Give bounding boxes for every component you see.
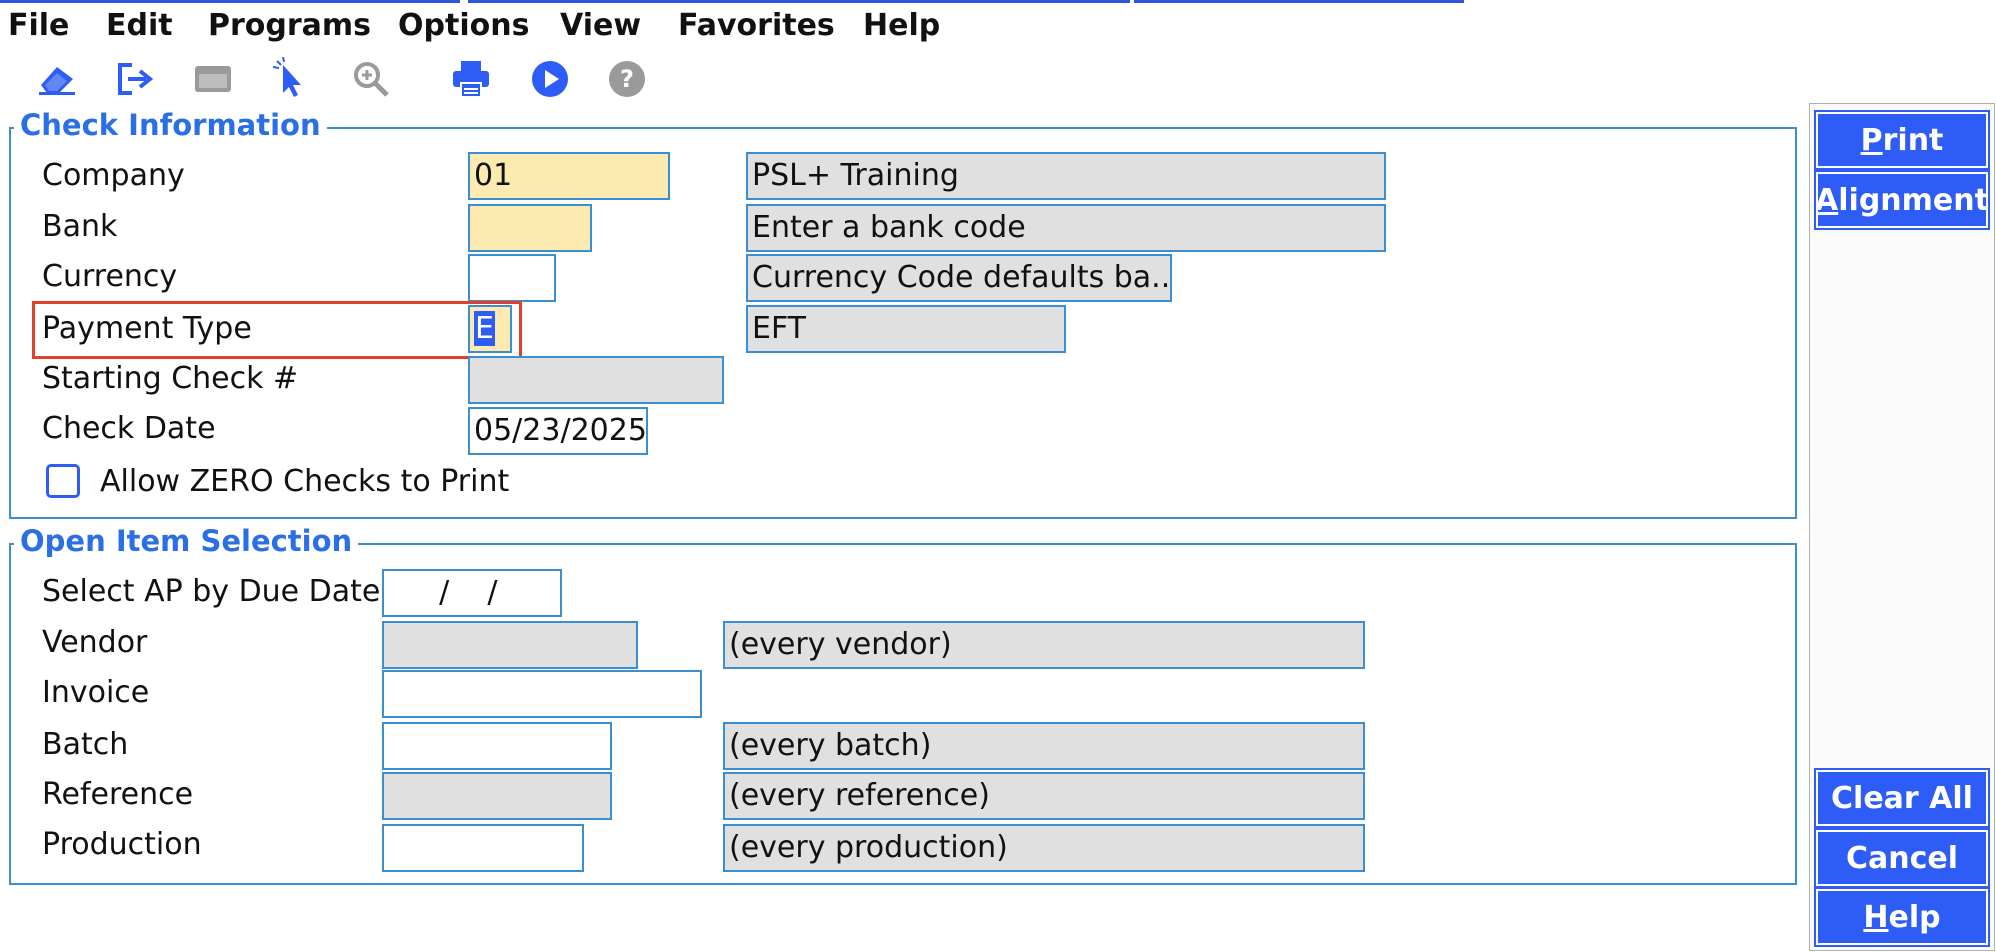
vendor-field: [382, 621, 638, 669]
payment-type-label: Payment Type: [42, 311, 252, 346]
menu-file[interactable]: File: [8, 8, 70, 43]
print-button-label: rint: [1882, 122, 1944, 158]
payment-type-value: E: [474, 311, 495, 346]
clear-all-button[interactable]: Clear All: [1814, 768, 1990, 828]
payment-type-field[interactable]: E: [468, 305, 512, 353]
due-date-field[interactable]: / /: [382, 569, 562, 617]
top-accent-line-1: [0, 0, 460, 3]
reference-label: Reference: [42, 777, 194, 812]
currency-description: Currency Code defaults ba...: [746, 254, 1172, 302]
top-accent-line-2: [468, 0, 1130, 3]
invoice-field[interactable]: [382, 670, 702, 718]
company-description: PSL+ Training: [746, 152, 1386, 200]
currency-label: Currency: [42, 259, 178, 294]
payment-type-description: EFT: [746, 305, 1066, 353]
due-date-label: Select AP by Due Date: [42, 574, 381, 609]
vendor-description: (every vendor): [723, 621, 1365, 669]
menu-edit[interactable]: Edit: [106, 8, 173, 43]
menu-help[interactable]: Help: [863, 8, 941, 43]
production-label: Production: [42, 827, 202, 862]
open-item-selection-group: [9, 543, 1797, 885]
cancel-button[interactable]: Cancel: [1814, 828, 1990, 888]
check-date-label: Check Date: [42, 411, 216, 446]
batch-description: (every batch): [723, 722, 1365, 770]
zoom-icon[interactable]: [348, 56, 394, 102]
help-button-mnemonic: H: [1863, 899, 1889, 935]
allow-zero-label: Allow ZERO Checks to Print: [100, 464, 510, 499]
window-icon[interactable]: [190, 56, 236, 102]
svg-text:?: ?: [620, 65, 634, 93]
production-description: (every production): [723, 824, 1365, 872]
play-icon[interactable]: [527, 56, 573, 102]
currency-field[interactable]: [468, 254, 556, 302]
pointer-icon[interactable]: [268, 56, 314, 102]
bank-label: Bank: [42, 209, 118, 244]
exit-icon[interactable]: [113, 56, 159, 102]
check-date-field[interactable]: 05/23/2025: [468, 407, 648, 455]
company-field[interactable]: 01: [468, 152, 670, 200]
help-icon[interactable]: ?: [604, 56, 650, 102]
reference-description: (every reference): [723, 772, 1365, 820]
open-item-selection-legend: Open Item Selection: [14, 524, 359, 558]
top-accent-line-3: [1134, 0, 1464, 3]
eraser-icon[interactable]: [34, 56, 80, 102]
alignment-button-mnemonic: A: [1815, 182, 1839, 218]
menu-options[interactable]: Options: [398, 8, 530, 43]
company-label: Company: [42, 158, 185, 193]
menu-view[interactable]: View: [560, 8, 642, 43]
help-button-label: elp: [1888, 899, 1941, 935]
allow-zero-checkbox[interactable]: [46, 464, 80, 498]
print-icon[interactable]: [448, 56, 494, 102]
payment-type-highlight: [32, 301, 522, 359]
menu-programs[interactable]: Programs: [208, 8, 372, 43]
bank-field[interactable]: [468, 204, 592, 252]
starting-check-field: [468, 356, 724, 404]
starting-check-label: Starting Check #: [42, 361, 299, 396]
alignment-button-label: lignment: [1838, 182, 1989, 218]
batch-field[interactable]: [382, 722, 612, 770]
batch-label: Batch: [42, 727, 129, 762]
menu-favorites[interactable]: Favorites: [678, 8, 835, 43]
production-field[interactable]: [382, 824, 584, 872]
print-button-mnemonic: P: [1860, 122, 1883, 158]
reference-field: [382, 772, 612, 820]
bank-description: Enter a bank code: [746, 204, 1386, 252]
vendor-label: Vendor: [42, 625, 148, 660]
check-information-legend: Check Information: [14, 108, 327, 142]
invoice-label: Invoice: [42, 675, 150, 710]
